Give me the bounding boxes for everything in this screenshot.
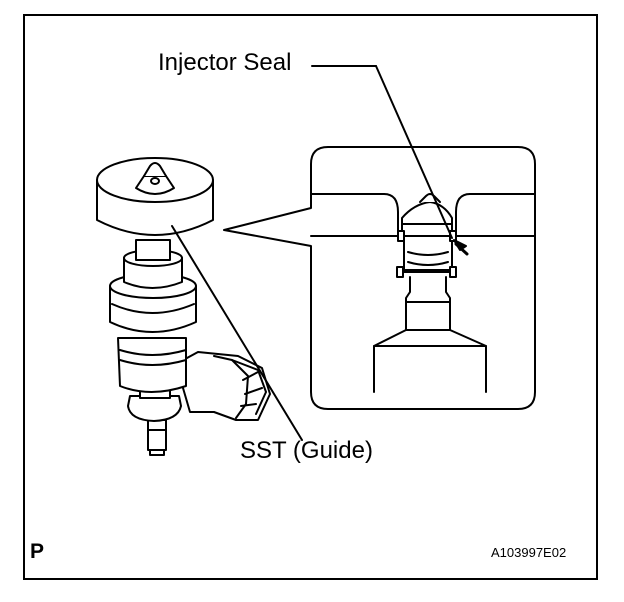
diagram-frame bbox=[23, 14, 598, 580]
sst-guide-label: SST (Guide) bbox=[240, 437, 373, 464]
fuel-injector bbox=[96, 157, 271, 456]
leader-lines bbox=[171, 65, 453, 441]
detail-callout bbox=[223, 146, 536, 410]
view-mark-label: P bbox=[30, 540, 45, 563]
injector-seal-label: Injector Seal bbox=[158, 49, 292, 76]
figure-code-label: A103997E02 bbox=[491, 545, 567, 560]
